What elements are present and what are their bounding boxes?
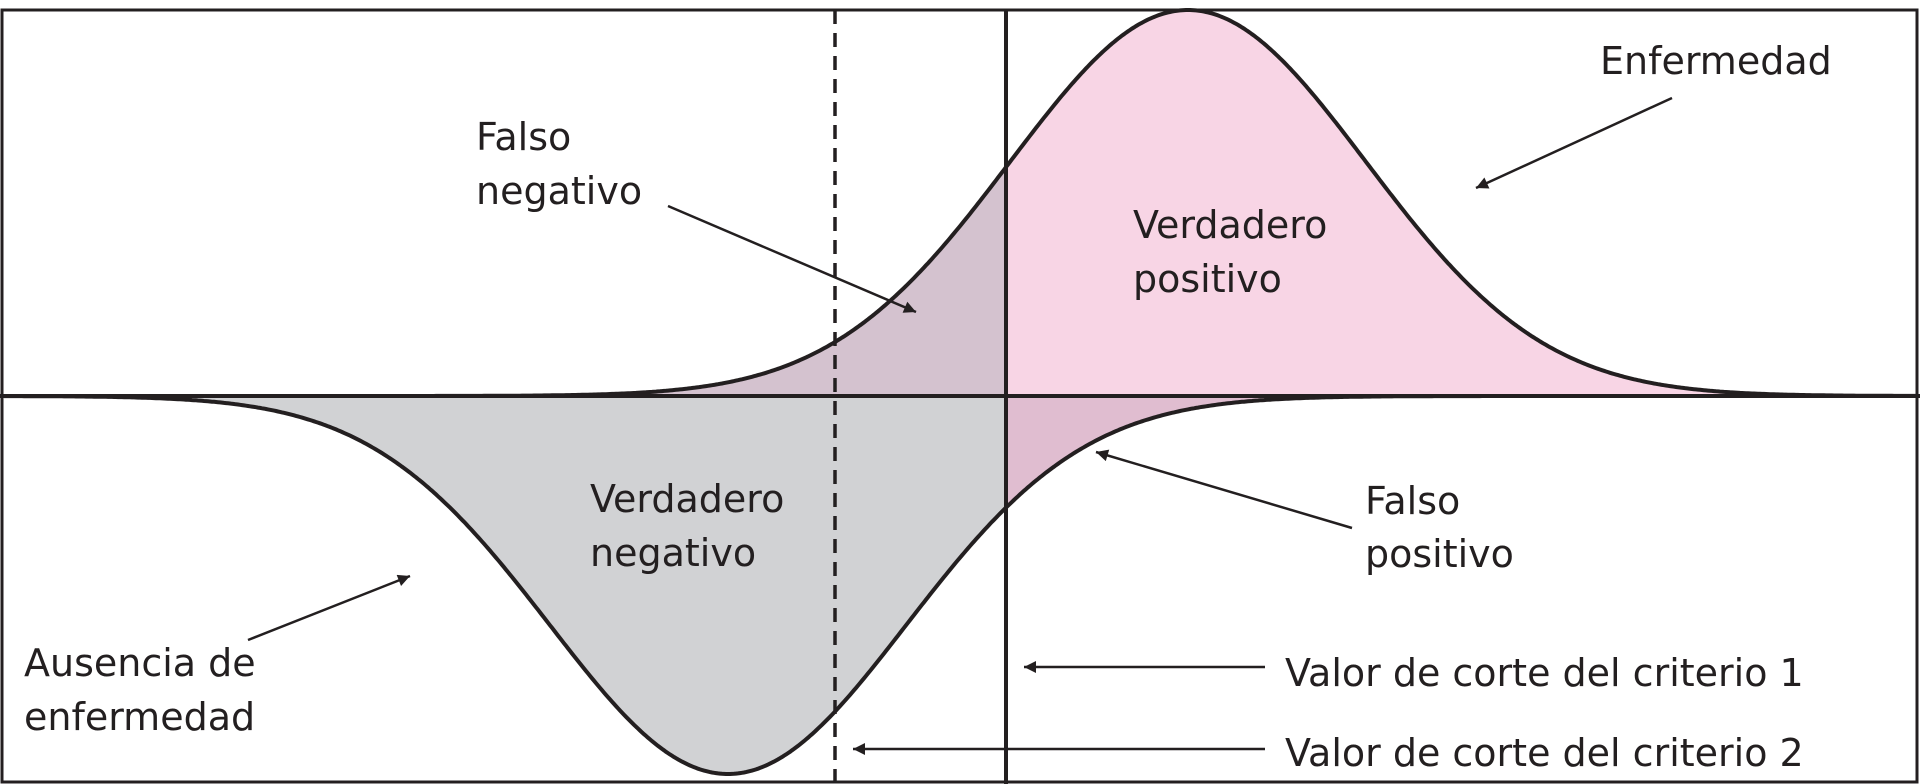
label-disease: Enfermedad xyxy=(1600,39,1832,83)
label-false-positive-line-2: positivo xyxy=(1365,532,1514,576)
arrow-false-positive xyxy=(1095,449,1353,530)
label-false-positive-line-1: Falso xyxy=(1365,479,1460,523)
label-true-positive-line-1: Verdadero xyxy=(1133,203,1327,247)
label-true-positive-line-2: positivo xyxy=(1133,257,1282,301)
label-true-negative-line-1: Verdadero xyxy=(590,477,784,521)
true-negative-area xyxy=(4,396,1006,774)
label-false-positive: Falso positivo xyxy=(1365,479,1514,576)
label-true-positive: Verdadero positivo xyxy=(1133,203,1339,301)
false-positive-area xyxy=(1006,396,1916,508)
label-false-negative-line-2: negativo xyxy=(476,169,642,213)
label-no-disease-line-1: Ausencia de xyxy=(24,641,256,685)
label-cutoff-criterion-1: Valor de corte del criterio 1 xyxy=(1285,651,1804,695)
label-true-negative: Verdadero negativo xyxy=(590,477,796,575)
label-true-negative-line-2: negativo xyxy=(590,531,756,575)
figure-border xyxy=(0,8,1919,784)
arrow-false-negative xyxy=(667,204,917,314)
label-no-disease: Ausencia de enfermedad xyxy=(24,641,268,739)
arrow-no-disease xyxy=(247,574,411,642)
arrow-disease xyxy=(1475,96,1673,190)
true-positive-area xyxy=(1006,10,1916,396)
label-cutoff-criterion-2: Valor de corte del criterio 2 xyxy=(1285,731,1804,775)
label-false-negative: Falso negativo xyxy=(476,115,642,213)
label-false-negative-line-1: Falso xyxy=(476,115,571,159)
false-negative-area xyxy=(4,167,1006,396)
label-no-disease-line-2: enfermedad xyxy=(24,695,255,739)
